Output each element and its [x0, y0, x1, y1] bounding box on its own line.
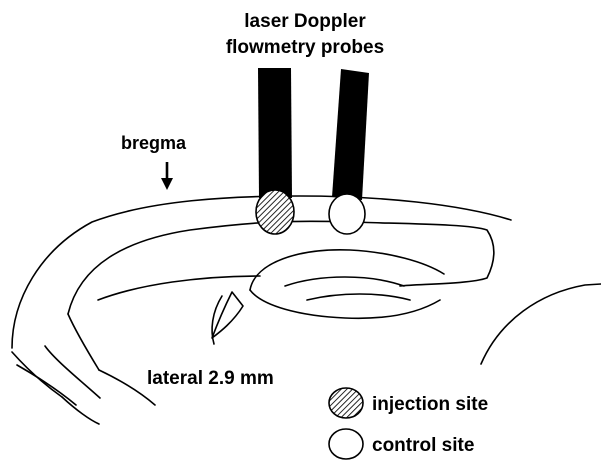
title-line-1: laser Doppler: [244, 11, 366, 32]
section-label: lateral 2.9 mm: [147, 368, 274, 389]
bregma-label: bregma: [121, 133, 187, 153]
legend-label-injection: injection site: [372, 394, 488, 415]
legend: injection site control site: [329, 388, 488, 459]
down-arrow-icon: [161, 162, 173, 190]
probe-injection: [258, 68, 292, 198]
control-site-marker: [329, 194, 365, 234]
probe-control: [332, 69, 369, 200]
legend-label-control: control site: [372, 435, 474, 456]
injection-site-marker: [256, 190, 294, 234]
legend-swatch-injection: [329, 388, 363, 418]
legend-swatch-control: [329, 429, 363, 459]
title-line-2: flowmetry probes: [226, 37, 384, 58]
brain-outline: [12, 196, 601, 424]
